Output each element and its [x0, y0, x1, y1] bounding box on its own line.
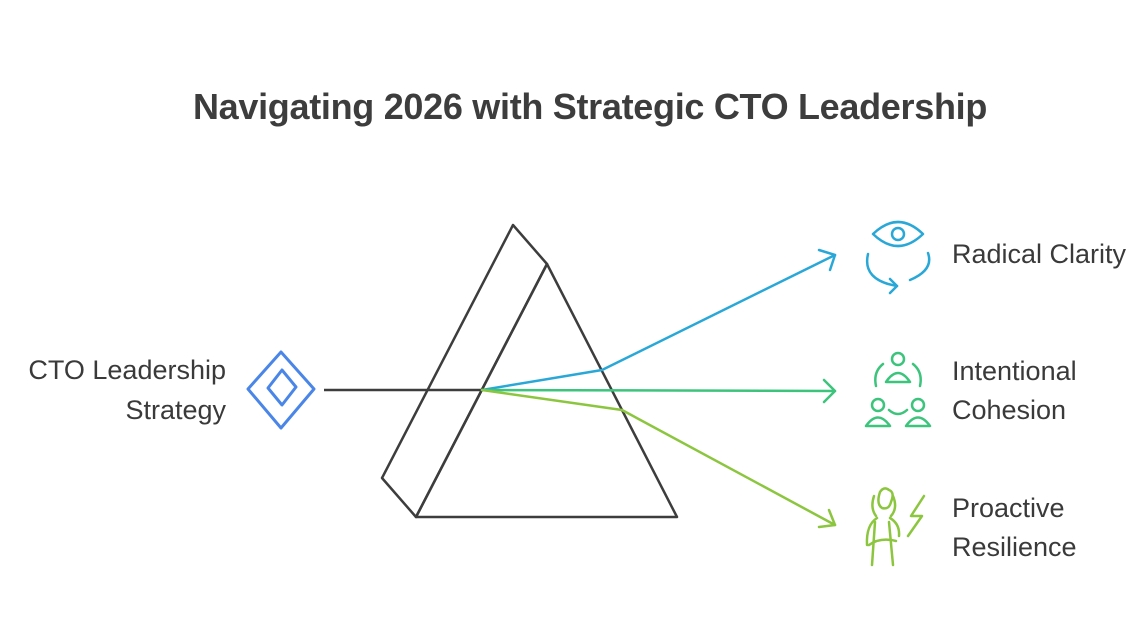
beam-resilience — [480, 388, 837, 529]
output-cohesion-line2: Cohesion — [952, 395, 1067, 425]
beam-clarity — [480, 248, 837, 392]
prism-shape — [380, 223, 679, 519]
source-label: CTO Leadership Strategy — [20, 350, 226, 430]
diamond-jira-icon — [246, 350, 316, 430]
output-cohesion-line1: Intentional — [952, 356, 1077, 386]
person-lightning-icon — [865, 487, 926, 567]
team-connection-icon — [864, 351, 932, 428]
eye-cycle-icon — [865, 220, 931, 295]
output-label-cohesion: Intentional Cohesion — [952, 352, 1077, 430]
output-label-clarity: Radical Clarity — [952, 235, 1126, 274]
page-title: Navigating 2026 with Strategic CTO Leade… — [192, 86, 988, 127]
output-clarity-line1: Radical Clarity — [952, 239, 1127, 269]
beam-cohesion — [480, 378, 837, 404]
output-resilience-line2: Resilience — [952, 532, 1077, 562]
output-resilience-line1: Proactive — [952, 493, 1065, 523]
source-label-line2: Strategy — [125, 395, 226, 425]
source-label-line1: CTO Leadership — [28, 355, 226, 385]
output-label-resilience: Proactive Resilience — [952, 489, 1077, 567]
